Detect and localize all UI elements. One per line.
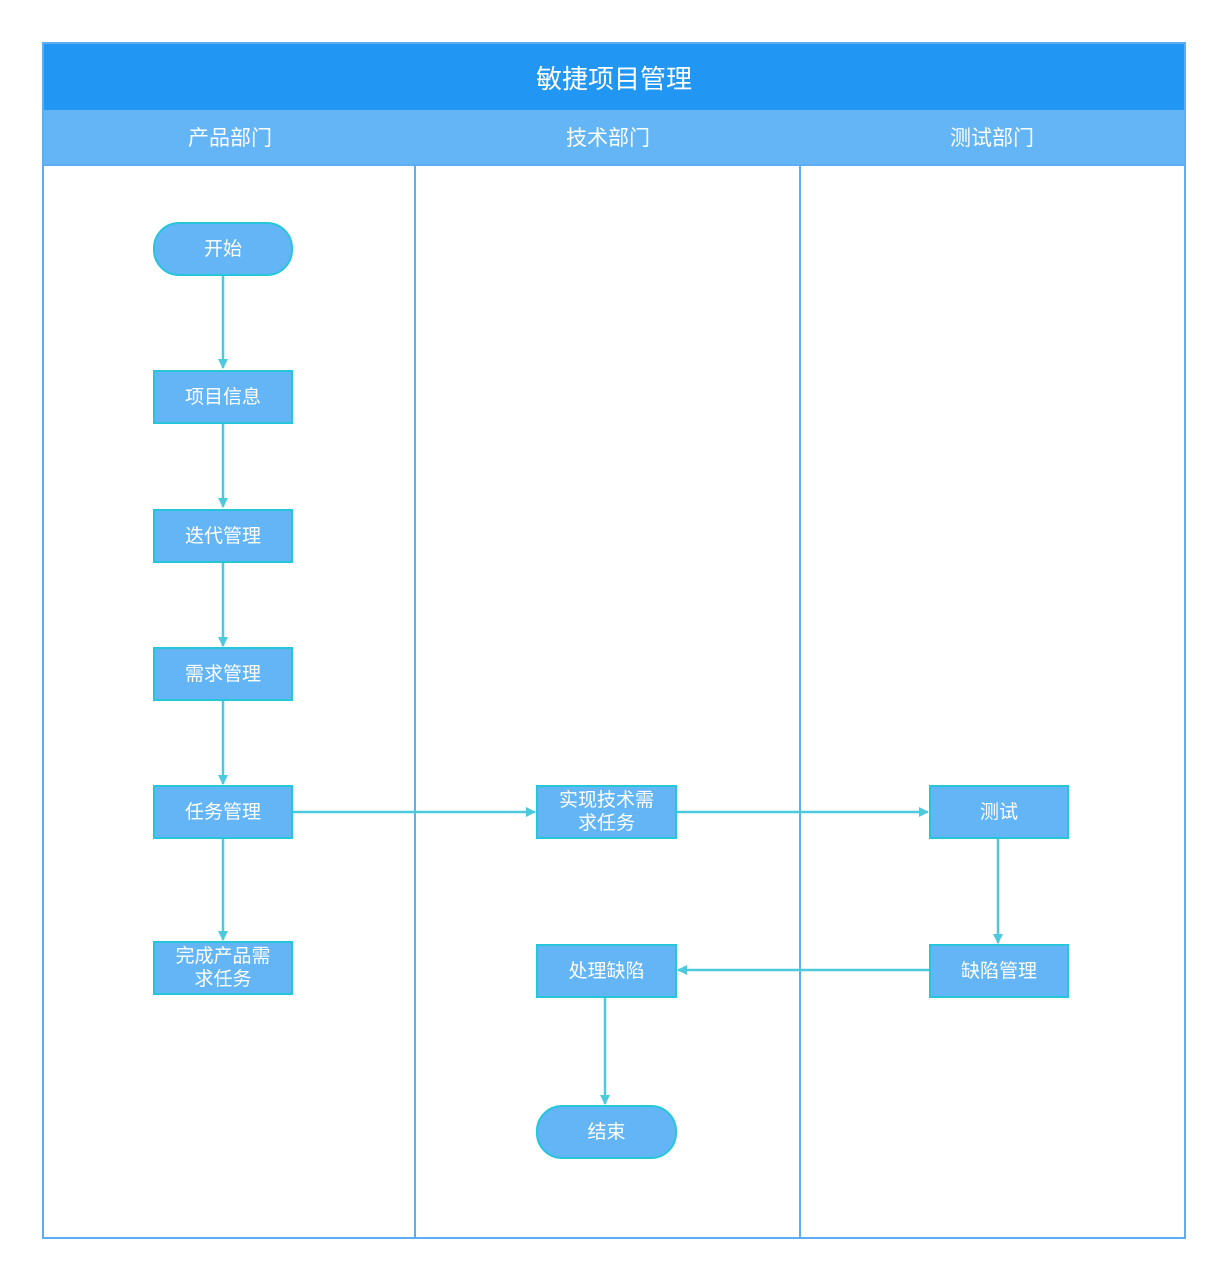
end-label: 结束	[587, 1120, 626, 1143]
implement-node: 实现技术需 求任务	[536, 785, 677, 839]
requirement-node: 需求管理	[153, 647, 293, 701]
lane-header-tech: 技术部门	[416, 110, 800, 164]
diagram-title: 敏捷项目管理	[44, 44, 1184, 110]
start-label: 开始	[203, 237, 242, 260]
handle-defect-node: 处理缺陷	[536, 944, 677, 998]
lane-divider-1	[414, 164, 416, 1237]
project-info-node: 项目信息	[153, 370, 293, 424]
task-node: 任务管理	[153, 785, 293, 839]
start-node: 开始	[153, 222, 293, 276]
iteration-label: 迭代管理	[184, 524, 261, 547]
test-label: 测试	[979, 800, 1018, 823]
iteration-node: 迭代管理	[153, 509, 293, 563]
complete-label-line1: 完成产品需	[175, 945, 271, 967]
end-node: 结束	[536, 1105, 677, 1159]
project-info-label: 项目信息	[184, 385, 261, 408]
task-label: 任务管理	[184, 800, 261, 823]
complete-label-line2: 求任务	[194, 968, 252, 990]
defect-management-node: 缺陷管理	[929, 944, 1069, 998]
lane-header-product: 产品部门	[44, 110, 416, 164]
swimlane-frame	[42, 42, 1186, 1239]
lane-divider-2	[799, 164, 801, 1237]
test-node: 测试	[929, 785, 1069, 839]
lane-header-test: 测试部门	[800, 110, 1184, 164]
requirement-label: 需求管理	[184, 662, 261, 685]
implement-label-line2: 求任务	[577, 812, 635, 834]
complete-requirement-node: 完成产品需 求任务	[153, 941, 293, 995]
handle-defect-label: 处理缺陷	[568, 959, 645, 982]
header-divider	[44, 164, 1184, 166]
defect-management-label: 缺陷管理	[960, 959, 1037, 982]
implement-label-line1: 实现技术需	[558, 789, 654, 811]
